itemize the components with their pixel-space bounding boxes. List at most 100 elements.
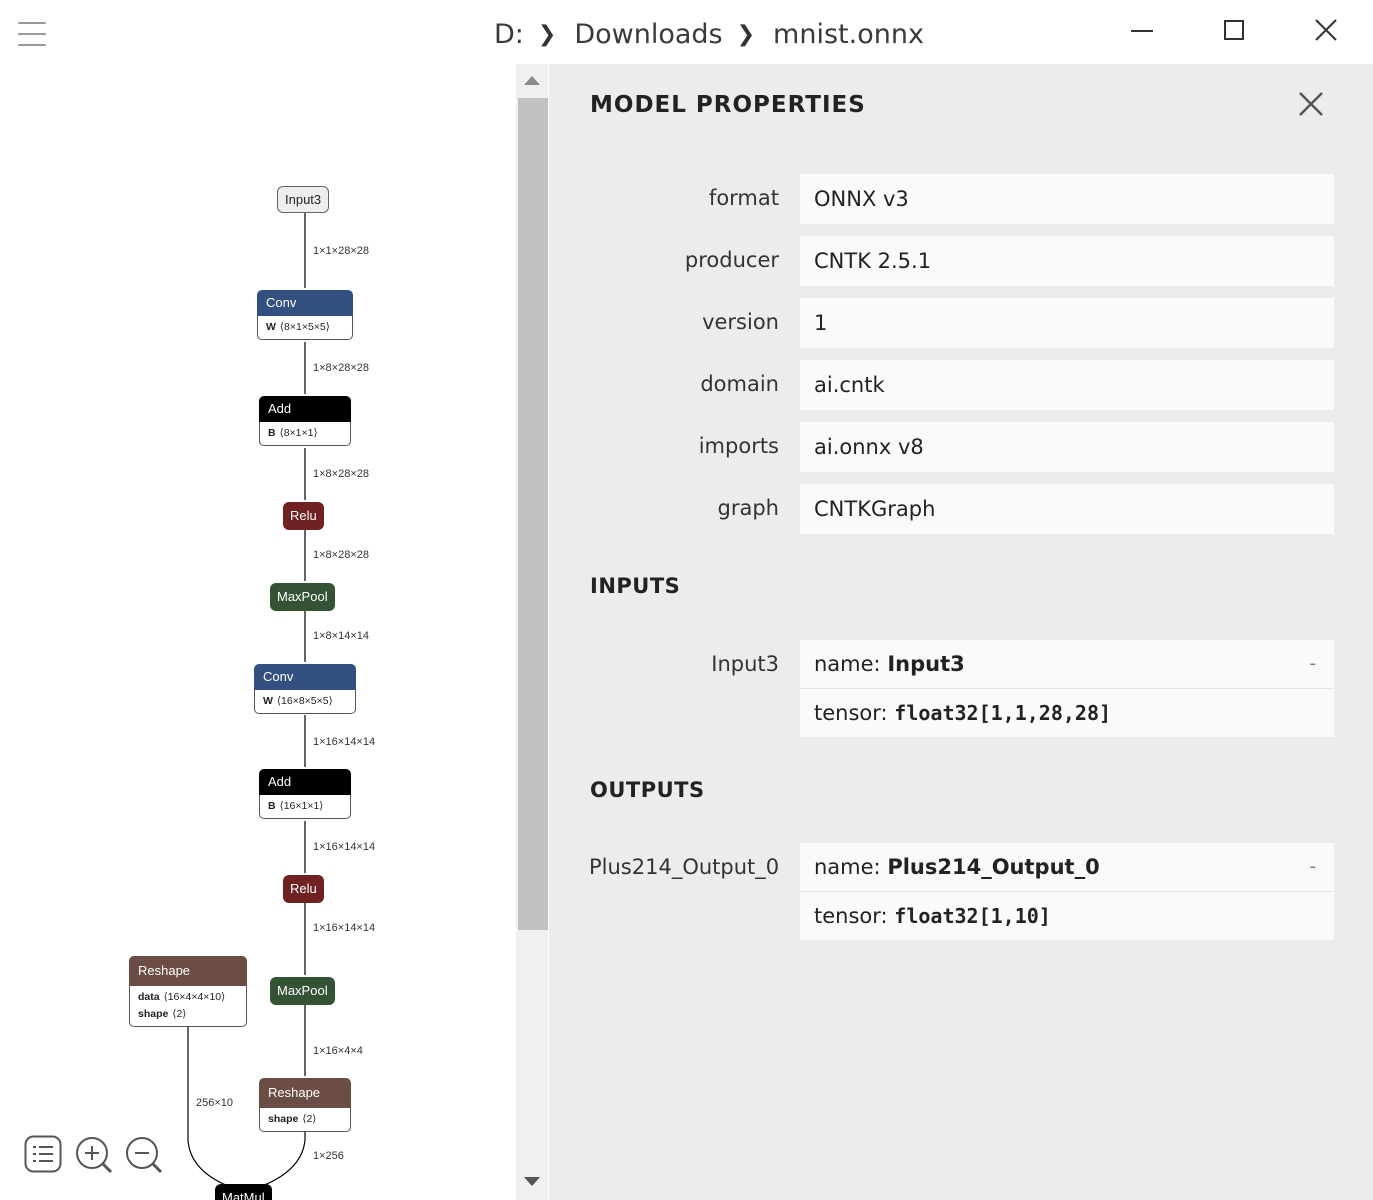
outputs-section-title: OUTPUTS bbox=[590, 778, 705, 802]
node-attributes: B⟨8×1×1⟩ bbox=[259, 422, 351, 446]
breadcrumb-folder[interactable]: Downloads bbox=[574, 18, 723, 50]
zoom-out-icon[interactable] bbox=[124, 1135, 163, 1174]
hamburger-menu-icon[interactable] bbox=[18, 22, 46, 48]
edge-label: 1×256 bbox=[313, 1150, 344, 1162]
node-header: Add bbox=[259, 769, 351, 795]
node-header: MaxPool bbox=[270, 977, 335, 1005]
input-name: Input3 bbox=[887, 652, 965, 676]
graph-edges bbox=[187, 213, 306, 1187]
output-argument-box: name: Plus214_Output_0 - tensor: float32… bbox=[800, 843, 1334, 940]
property-value-graph: CNTKGraph bbox=[800, 484, 1334, 534]
property-label-domain: domain bbox=[700, 372, 779, 396]
attr-key: W bbox=[266, 321, 276, 333]
input-argument-box: name: Input3 - tensor: float32[1,1,28,28… bbox=[800, 640, 1334, 737]
edge-label: 1×16×14×14 bbox=[313, 736, 376, 748]
graph-node-maxpool-1[interactable]: MaxPool bbox=[270, 583, 335, 611]
close-icon[interactable] bbox=[1297, 90, 1325, 118]
breadcrumb-drive[interactable]: D: bbox=[494, 18, 524, 50]
graph-scrollbar[interactable] bbox=[516, 64, 548, 1200]
node-attributes: B⟨16×1×1⟩ bbox=[259, 795, 351, 819]
graph-canvas[interactable]: 1×1×28×28 1×8×28×28 1×8×28×28 1×8×28×28 … bbox=[0, 0, 516, 1200]
attr-value: ⟨2⟩ bbox=[172, 1008, 187, 1020]
node-header: Reshape bbox=[259, 1078, 351, 1108]
output-tensor-type: float32[1,10] bbox=[894, 904, 1051, 928]
property-value-format: ONNX v3 bbox=[800, 174, 1334, 224]
property-label-imports: imports bbox=[698, 434, 779, 458]
list-view-icon[interactable] bbox=[24, 1135, 62, 1173]
minimize-icon[interactable] bbox=[1122, 14, 1162, 48]
graph-node-add-1[interactable]: Add B⟨8×1×1⟩ bbox=[259, 396, 351, 446]
breadcrumb-file[interactable]: mnist.onnx bbox=[773, 18, 924, 50]
property-label-producer: producer bbox=[684, 248, 779, 272]
node-header: Input3 bbox=[277, 186, 330, 213]
chevron-right-icon: ❯ bbox=[736, 21, 756, 47]
node-header: Conv bbox=[254, 664, 356, 690]
attr-value: ⟨16×4×4×10⟩ bbox=[163, 991, 226, 1003]
graph-node-relu-2[interactable]: Relu bbox=[283, 875, 324, 903]
edge bbox=[187, 1025, 229, 1187]
graph-node-maxpool-2[interactable]: MaxPool bbox=[270, 977, 335, 1005]
node-attributes: data⟨16×4×4×10⟩ shape⟨2⟩ bbox=[129, 986, 247, 1027]
graph-node-conv-2[interactable]: Conv W⟨16×8×5×5⟩ bbox=[254, 664, 356, 714]
name-key: name: bbox=[814, 652, 881, 676]
graph-node-add-2[interactable]: Add B⟨16×1×1⟩ bbox=[259, 769, 351, 819]
tensor-key: tensor: bbox=[814, 904, 888, 928]
tensor-key: tensor: bbox=[814, 701, 888, 725]
node-header: Conv bbox=[257, 290, 353, 316]
breadcrumb: D: ❯ Downloads ❯ mnist.onnx bbox=[494, 16, 924, 52]
attr-value: ⟨2⟩ bbox=[302, 1113, 317, 1125]
attr-value: ⟨16×1×1⟩ bbox=[279, 800, 324, 812]
property-value-imports: ai.onnx v8 bbox=[800, 422, 1334, 472]
graph-node-relu-1[interactable]: Relu bbox=[283, 502, 324, 530]
maximize-icon[interactable] bbox=[1214, 14, 1254, 48]
edge-label: 1×8×28×28 bbox=[313, 362, 369, 374]
node-attributes: shape⟨2⟩ bbox=[259, 1108, 351, 1132]
edge-label: 1×1×28×28 bbox=[313, 245, 369, 257]
attr-key: B bbox=[268, 427, 276, 439]
node-attributes: W⟨8×1×5×5⟩ bbox=[257, 316, 353, 340]
attr-key: data bbox=[138, 991, 160, 1003]
graph-node-matmul[interactable]: MatMul bbox=[215, 1184, 272, 1200]
input-tensor-type: float32[1,1,28,28] bbox=[894, 701, 1112, 725]
input-name-row: name: Input3 - bbox=[800, 640, 1334, 688]
collapse-toggle[interactable]: - bbox=[1309, 653, 1317, 674]
graph-node-reshape-1[interactable]: Reshape data⟨16×4×4×10⟩ shape⟨2⟩ bbox=[129, 956, 247, 1027]
panel-title: MODEL PROPERTIES bbox=[590, 92, 866, 118]
attr-key: shape bbox=[268, 1113, 299, 1125]
output-tensor-row: tensor: float32[1,10] bbox=[800, 891, 1334, 940]
edge-label: 1×8×28×28 bbox=[313, 549, 369, 561]
edge-label: 1×16×4×4 bbox=[313, 1045, 363, 1057]
zoom-in-icon[interactable] bbox=[74, 1135, 113, 1174]
scroll-up-arrow-icon[interactable] bbox=[524, 76, 540, 85]
property-value-domain: ai.cntk bbox=[800, 360, 1334, 410]
attr-value: ⟨16×8×5×5⟩ bbox=[276, 695, 333, 707]
attr-value: ⟨8×1×1⟩ bbox=[279, 427, 318, 439]
property-value-producer: CNTK 2.5.1 bbox=[800, 236, 1334, 286]
property-label-graph: graph bbox=[717, 496, 779, 520]
node-header: MaxPool bbox=[270, 583, 335, 611]
graph-node-conv-1[interactable]: Conv W⟨8×1×5×5⟩ bbox=[257, 290, 353, 340]
scroll-thumb[interactable] bbox=[518, 98, 548, 930]
attr-value: ⟨8×1×5×5⟩ bbox=[279, 321, 330, 333]
collapse-toggle[interactable]: - bbox=[1309, 856, 1317, 877]
graph-node-reshape-2[interactable]: Reshape shape⟨2⟩ bbox=[259, 1078, 351, 1132]
graph-controls bbox=[24, 1135, 163, 1174]
edge-label: 1×8×28×28 bbox=[313, 468, 369, 480]
edge-label: 1×8×14×14 bbox=[313, 630, 369, 642]
edge bbox=[261, 1131, 306, 1187]
graph-node-input3[interactable]: Input3 bbox=[277, 186, 330, 213]
window-close-icon[interactable] bbox=[1306, 14, 1346, 48]
inputs-section-title: INPUTS bbox=[590, 574, 681, 598]
node-header: MatMul bbox=[215, 1184, 272, 1200]
window-controls bbox=[1100, 0, 1373, 64]
node-header: Reshape bbox=[129, 956, 247, 986]
output-name: Plus214_Output_0 bbox=[887, 855, 1100, 879]
node-attributes: W⟨16×8×5×5⟩ bbox=[254, 690, 356, 714]
name-key: name: bbox=[814, 855, 881, 879]
output-name-row: name: Plus214_Output_0 - bbox=[800, 843, 1334, 891]
scroll-down-arrow-icon[interactable] bbox=[524, 1177, 540, 1186]
property-label-format: format bbox=[708, 186, 779, 210]
input-label: Input3 bbox=[711, 652, 779, 676]
chevron-right-icon: ❯ bbox=[537, 21, 557, 47]
property-label-version: version bbox=[702, 310, 779, 334]
